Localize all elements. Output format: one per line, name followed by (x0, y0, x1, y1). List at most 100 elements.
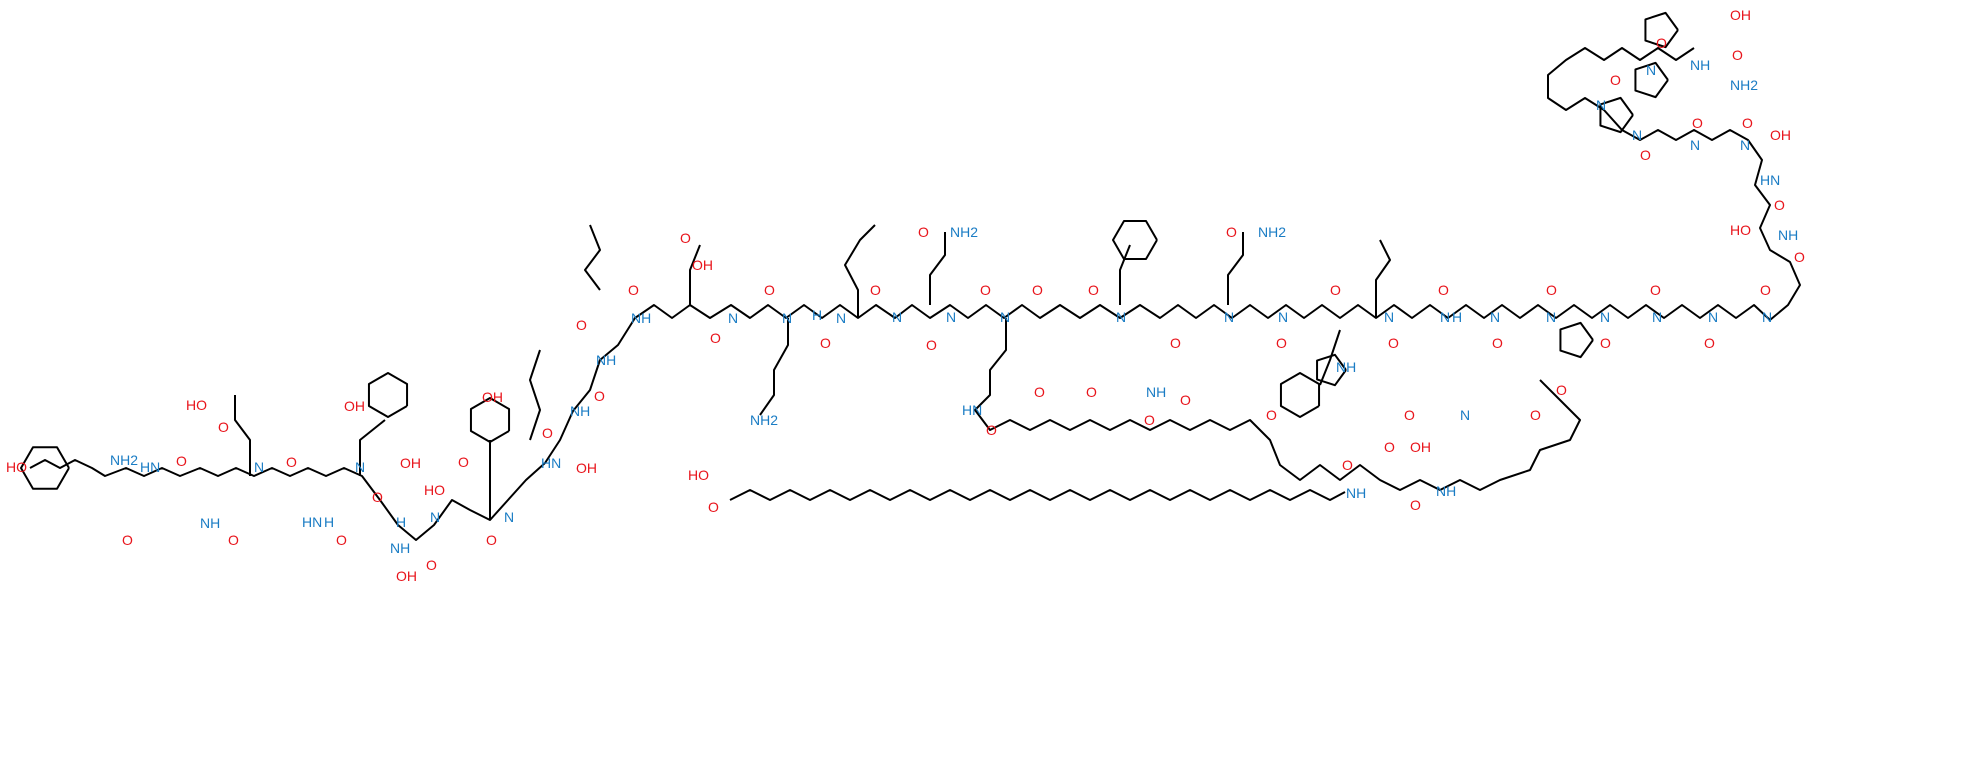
oxygen-atom-label: O (218, 419, 229, 435)
oxygen-atom-label: O (1600, 335, 1611, 351)
oxygen-atom-label: OH (344, 398, 365, 414)
oxygen-atom-label: O (1330, 282, 1341, 298)
proline-ring-2 (1599, 96, 1634, 134)
aspartate-side-chain (689, 244, 701, 305)
phenylalanine-side-chain (1119, 244, 1131, 305)
oxygen-atom-label: O (710, 330, 721, 346)
nitrogen-atom-label: N (1224, 309, 1234, 325)
nitrogen-atom-label: NH (1778, 227, 1798, 243)
nitrogen-atom-label: N (1116, 309, 1126, 325)
oxygen-atom-label: OH (1410, 439, 1431, 455)
nitrogen-atom-label: N (254, 459, 264, 475)
oxygen-atom-label: O (820, 335, 831, 351)
oxygen-atom-label: OH (482, 389, 503, 405)
oxygen-atom-label: OH (576, 460, 597, 476)
oxygen-atom-label: O (1032, 282, 1043, 298)
nitrogen-atom-label: N (1490, 309, 1500, 325)
oxygen-atom-label: HO (688, 467, 709, 483)
nitrogen-atom-label: NH (1336, 359, 1356, 375)
oxygen-atom-label: O (870, 282, 881, 298)
oxygen-atom-label: O (1144, 412, 1155, 428)
nitrogen-atom-label: HN (1760, 172, 1780, 188)
nitrogen-atom-label: N (836, 310, 846, 326)
phenyl-ring-1 (367, 372, 409, 418)
oxygen-atom-label: O (1546, 282, 1557, 298)
oxygen-atom-label: O (918, 224, 929, 240)
fatty-acid-chain (729, 489, 1346, 501)
oxygen-atom-label: O (680, 230, 691, 246)
oxygen-atom-label: O (122, 532, 133, 548)
oxygen-atom-label: O (926, 337, 937, 353)
nitrogen-atom-label: NH2 (1258, 224, 1286, 240)
phenyl-ring-2 (1112, 219, 1158, 261)
nitrogen-atom-label: N (1646, 62, 1656, 78)
nitrogen-atom-label: NH (200, 515, 220, 531)
oxygen-atom-label: O (176, 453, 187, 469)
oxygen-atom-label: OH (396, 568, 417, 584)
oxygen-atom-label: O (1438, 282, 1449, 298)
oxygen-atom-label: O (1650, 282, 1661, 298)
nitrogen-atom-label: N (1384, 309, 1394, 325)
proline-ring-4 (1644, 11, 1679, 49)
oxygen-atom-label: O (1276, 335, 1287, 351)
nitrogen-atom-label: NH (1146, 384, 1166, 400)
nitrogen-atom-label: NH2 (750, 412, 778, 428)
nitrogen-atom-label: N (946, 309, 956, 325)
oxygen-atom-label: O (1640, 147, 1651, 163)
oxygen-atom-label: O (1266, 407, 1277, 423)
oxygen-atom-label: HO (186, 397, 207, 413)
phenylalanine-side-chain-2 (359, 419, 386, 476)
oxygen-atom-label: O (594, 388, 605, 404)
oxygen-atom-label: O (1088, 282, 1099, 298)
oxygen-atom-label: O (764, 282, 775, 298)
nitrogen-atom-label: N (728, 310, 738, 326)
nitrogen-atom-label: N (1460, 407, 1470, 423)
nitrogen-atom-label: N (892, 309, 902, 325)
nitrogen-atom-label: N (355, 459, 365, 475)
nitrogen-atom-label: N (1600, 309, 1610, 325)
oxygen-atom-label: O (980, 282, 991, 298)
oxygen-atom-label: O (1774, 197, 1785, 213)
oxygen-atom-label: O (628, 282, 639, 298)
oxygen-atom-label: O (1180, 392, 1191, 408)
oxygen-atom-label: O (1610, 72, 1621, 88)
lysine-side-chain (759, 318, 789, 416)
nitrogen-atom-label: HN (541, 455, 561, 471)
oxygen-atom-label: O (1742, 115, 1753, 131)
nitrogen-atom-label: HN (302, 514, 322, 530)
oxygen-atom-label: O (1170, 335, 1181, 351)
oxygen-atom-label: O (1492, 335, 1503, 351)
nitrogen-atom-label: N (1000, 309, 1010, 325)
oxygen-atom-label: O (576, 317, 587, 333)
nitrogen-atom-label: N (1690, 137, 1700, 153)
nitrogen-atom-label: N (1632, 127, 1642, 143)
oxygen-atom-label: O (1404, 407, 1415, 423)
isoleucine-side-chain (844, 224, 876, 318)
nitrogen-atom-label: NH2 (1730, 77, 1758, 93)
nitrogen-atom-label: N (782, 310, 792, 326)
oxygen-atom-label: O (1034, 384, 1045, 400)
nitrogen-atom-label: HN (140, 459, 160, 475)
oxygen-atom-label: O (1556, 382, 1567, 398)
oxygen-atom-label: O (458, 454, 469, 470)
oxygen-atom-label: HO (1730, 222, 1751, 238)
oxygen-atom-label: O (1760, 282, 1771, 298)
aromatic-rings (20, 11, 1679, 490)
nitrogen-atom-label: NH (596, 352, 616, 368)
nitrogen-atom-label: N (1546, 309, 1556, 325)
nitrogen-atom-label: N (430, 509, 440, 525)
hydrogen-atom-label: H (1452, 309, 1462, 325)
glutamate-side-chain (234, 395, 251, 476)
oxygen-atom-label: O (1656, 35, 1667, 51)
oxygen-atom-label: OH (692, 257, 713, 273)
proline-ring-3 (1634, 61, 1669, 99)
tyrosine-ring-2 (469, 397, 511, 443)
oxygen-atom-label: O (336, 532, 347, 548)
nitrogen-atom-label: NH (390, 540, 410, 556)
bond-lines (29, 47, 1801, 541)
nitrogen-atom-label: N (1740, 137, 1750, 153)
oxygen-atom-label: O (1384, 439, 1395, 455)
nitrogen-atom-label: NH2 (950, 224, 978, 240)
nitrogen-atom-label: NH (1436, 483, 1456, 499)
